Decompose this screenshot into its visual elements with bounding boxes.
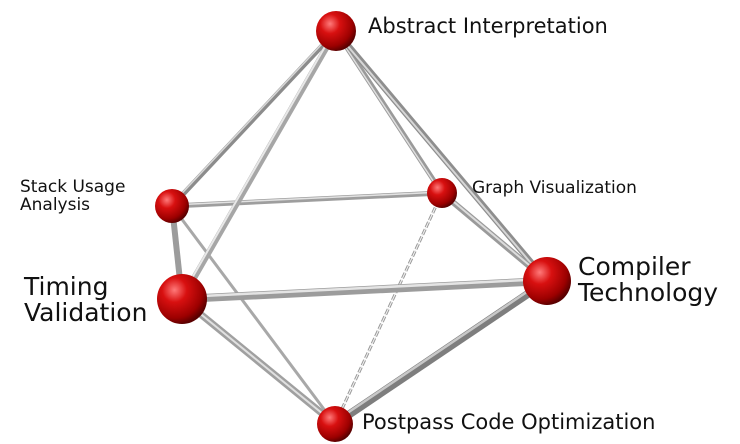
edge-abstract-stack-hi	[170, 29, 336, 206]
edge-abstract-graph	[333, 29, 445, 195]
label-graph-visualization: Graph Visualization	[472, 178, 637, 198]
edge-timing-postpass-hi	[180, 297, 335, 424]
label-timing-line2: Validation	[24, 298, 148, 328]
node-compiler-technology	[523, 257, 571, 305]
edge-abstract-compiler-hi	[334, 30, 547, 282]
upper-edges	[170, 29, 550, 301]
label-stack-usage-analysis: Stack Usage Analysis	[20, 177, 126, 215]
edge-stack-graph	[171, 190, 443, 209]
node-graph-visualization	[427, 178, 457, 208]
label-compiler-line2: Technology	[578, 278, 719, 308]
edge-timing-compiler	[181, 277, 548, 303]
label-compiler-line1: Compiler	[578, 252, 691, 281]
edge-graph-postpass-inner	[334, 192, 443, 425]
edge-abstract-timing-hi	[179, 30, 335, 300]
label-compiler-technology: Compiler Technology	[578, 252, 719, 308]
nodes	[155, 11, 571, 442]
node-stack-usage-analysis	[155, 189, 189, 223]
edge-stack-graph-hi	[171, 191, 443, 206]
node-abstract-interpretation	[316, 11, 356, 51]
back-edges	[170, 190, 444, 425]
label-timing-line1: Timing	[24, 272, 109, 301]
node-timing-validation	[157, 274, 207, 324]
edge-abstract-graph-hi	[334, 30, 442, 194]
front-edges	[169, 190, 550, 428]
edge-timing-compiler-hi	[181, 277, 548, 299]
edge-stack-postpass	[170, 205, 337, 425]
edge-compiler-postpass	[332, 277, 550, 428]
label-stack-line2: Analysis	[20, 194, 91, 215]
node-postpass-code-optimization	[317, 406, 353, 442]
edge-compiler-postpass-hi	[333, 277, 547, 424]
edge-abstract-timing	[179, 29, 339, 301]
label-timing-validation: Timing Validation	[24, 272, 148, 328]
edge-abstract-stack	[170, 29, 338, 208]
label-abstract-interpretation: Abstract Interpretation	[368, 14, 608, 38]
label-stack-line1: Stack Usage	[20, 177, 126, 197]
label-postpass-code-optimization: Postpass Code Optimization	[362, 410, 656, 434]
